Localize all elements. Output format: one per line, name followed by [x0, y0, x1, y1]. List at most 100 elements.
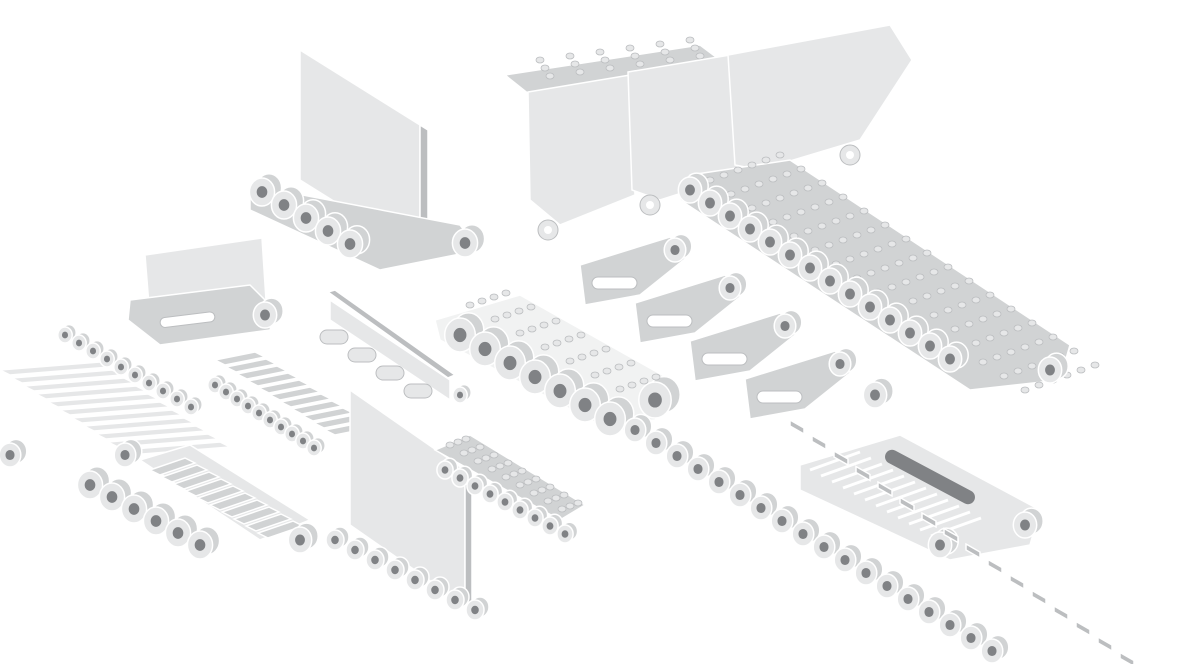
slat	[45, 393, 161, 408]
pin-hole	[805, 262, 815, 274]
stud	[803, 227, 813, 235]
stud	[453, 438, 463, 446]
pin-hole	[456, 391, 464, 399]
stud	[1090, 361, 1100, 369]
slot	[159, 311, 216, 328]
stud	[551, 494, 561, 502]
stud	[531, 475, 541, 483]
stud	[740, 185, 750, 193]
pin-hole	[670, 244, 680, 256]
stud	[545, 72, 555, 80]
slat	[220, 499, 269, 518]
flat-top-grid-chain	[0, 361, 233, 468]
pin-hole	[685, 184, 695, 196]
stud	[747, 161, 757, 169]
stud	[901, 278, 911, 286]
stud	[845, 212, 855, 220]
stud	[1069, 347, 1079, 355]
stud	[540, 343, 550, 351]
dashed-chain	[789, 418, 1135, 664]
pin-hole	[882, 580, 892, 592]
pin-hole	[299, 437, 307, 445]
stud	[929, 311, 939, 319]
mount-hole	[846, 151, 854, 159]
pin-hole	[835, 358, 845, 370]
stud	[936, 287, 946, 295]
stud	[1027, 319, 1037, 327]
stud	[943, 306, 953, 314]
pin-hole	[244, 402, 252, 410]
stud	[866, 269, 876, 277]
stud	[852, 231, 862, 239]
pin-hole	[825, 275, 835, 287]
stud	[577, 353, 587, 361]
chain-top	[679, 159, 1071, 391]
stud	[557, 505, 567, 513]
stud	[545, 483, 555, 491]
pin-hole	[865, 301, 875, 313]
dash-link	[1031, 589, 1047, 606]
pin-hole	[903, 593, 913, 605]
stud	[539, 321, 549, 329]
pin-hole	[925, 340, 935, 352]
attachment-tab	[319, 329, 349, 345]
stud	[665, 56, 675, 64]
stud	[1027, 362, 1037, 370]
pin-hole	[288, 430, 296, 438]
rib	[919, 510, 971, 532]
stud	[1034, 338, 1044, 346]
stud	[817, 179, 827, 187]
pin-hole	[501, 498, 509, 506]
long-roller-chain	[623, 413, 1010, 664]
dash-link	[965, 542, 981, 560]
stud	[517, 467, 527, 475]
pin-hole	[546, 522, 554, 530]
slat	[208, 492, 257, 511]
dash-link	[1097, 635, 1113, 653]
stud	[768, 218, 778, 226]
stud	[477, 297, 487, 305]
slat	[278, 393, 334, 408]
pin-hole	[344, 238, 356, 250]
stud	[487, 465, 497, 473]
stud	[908, 254, 918, 262]
slat	[212, 351, 268, 366]
stud	[1076, 366, 1086, 374]
stud	[761, 156, 771, 164]
stud	[537, 486, 547, 494]
slat	[196, 485, 245, 504]
pin-hole	[845, 288, 855, 300]
pin-hole	[672, 450, 682, 462]
stud	[501, 289, 511, 297]
small-plate-chain	[127, 237, 284, 346]
stud	[964, 277, 974, 285]
rib	[886, 492, 938, 514]
pin-hole	[371, 555, 379, 565]
stud	[660, 48, 670, 56]
pin-hole	[945, 353, 955, 365]
stud	[873, 245, 883, 253]
stud	[502, 311, 512, 319]
pin-hole	[117, 363, 125, 371]
dash-link	[811, 434, 827, 451]
slat	[289, 400, 345, 415]
attachment-plate	[727, 24, 913, 171]
pin-hole	[777, 515, 787, 527]
pin-hole	[905, 327, 915, 339]
stud	[901, 235, 911, 243]
stud	[768, 175, 778, 183]
stud	[445, 441, 455, 449]
pin-hole	[260, 309, 270, 321]
stud	[817, 222, 827, 230]
stud	[461, 435, 471, 443]
stud	[824, 241, 834, 249]
pin-hole	[295, 534, 305, 546]
tall-plate-chain	[325, 388, 490, 621]
stud	[782, 213, 792, 221]
stud	[859, 207, 869, 215]
stud	[789, 189, 799, 197]
stud	[733, 166, 743, 174]
pin-hole	[411, 575, 419, 585]
dash-link	[1119, 651, 1135, 664]
